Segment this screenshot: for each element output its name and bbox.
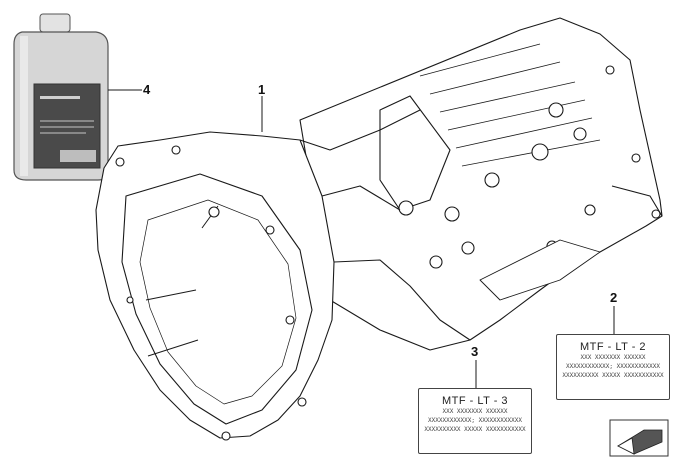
label-line: XXXXXXXXXXXX; XXXXXXXXXXXX xyxy=(566,363,660,370)
callout-3: 3 xyxy=(471,344,479,359)
arrow-nav-icon xyxy=(609,419,669,457)
callout-2: 2 xyxy=(610,290,618,305)
label-title: MTF - LT - 2 xyxy=(579,341,647,353)
label-line: XXXXXXXXXX XXXXX XXXXXXXXXXX xyxy=(562,372,664,379)
label-line: XXX XXXXXXX XXXXXX xyxy=(580,354,646,361)
callout-4: 4 xyxy=(143,82,151,97)
label-title: MTF - LT - 3 xyxy=(441,395,509,407)
transmission-housing xyxy=(95,17,663,441)
label-mtf-lt-3: MTF - LT - 3 XXX XXXXXXX XXXXXX XXXXXXXX… xyxy=(418,388,532,454)
label-line: XXXXXXXXXX XXXXX XXXXXXXXXXX xyxy=(424,426,526,433)
leader-lines xyxy=(108,89,615,388)
oil-bottle-icon xyxy=(13,13,109,181)
callout-1: 1 xyxy=(258,82,266,97)
label-mtf-lt-2: MTF - LT - 2 XXX XXXXXXX XXXXXX XXXXXXXX… xyxy=(556,334,670,400)
label-line: XXXXXXXXXXXX; XXXXXXXXXXXX xyxy=(428,417,522,424)
label-line: XXX XXXXXXX XXXXXX xyxy=(442,408,508,415)
